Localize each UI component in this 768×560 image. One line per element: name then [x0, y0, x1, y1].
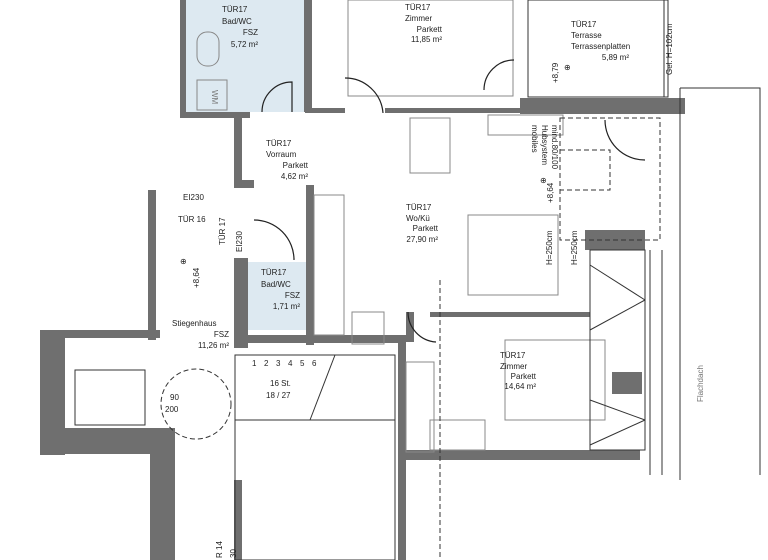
room-stiegenhaus: ⊕ +8,64 Stiegenhaus FSZ 11,26 m²	[172, 257, 229, 350]
svg-text:Terrassenplatten: Terrassenplatten	[571, 42, 630, 51]
svg-text:6: 6	[312, 359, 317, 368]
roof-label: Flachdach	[696, 365, 705, 402]
bad-wc-2-area	[248, 262, 308, 330]
svg-text:Terrasse: Terrasse	[571, 31, 602, 40]
door-labels: EI230 TÜR 16 TÜR 17 EI230 R 14 30	[178, 193, 244, 558]
svg-text:14,64 m²: 14,64 m²	[504, 382, 536, 391]
svg-text:11,26 m²: 11,26 m²	[198, 341, 229, 350]
svg-text:Parkett: Parkett	[417, 25, 443, 34]
room-vorraum: TÜR17 Vorraum Parkett 4,62 m²	[266, 139, 309, 181]
svg-text:WM: WM	[210, 90, 219, 105]
svg-text:mind.80/100: mind.80/100	[550, 125, 559, 170]
svg-text:+8,79: +8,79	[551, 62, 560, 83]
room-wohn-kueche: TÜR17 Wo/Kü Parkett 27,90 m² ⊕ +8,64	[406, 176, 555, 244]
svg-text:FSZ: FSZ	[243, 28, 258, 37]
room-zimmer-1: TÜR17 Zimmer Parkett 11,85 m²	[405, 3, 443, 44]
room-terrasse: TÜR17 Terrasse Terrassenplatten 5,89 m² …	[551, 20, 674, 83]
svg-text:EI230: EI230	[183, 193, 204, 202]
svg-text:H=250cm: H=250cm	[545, 230, 554, 265]
svg-text:Vorraum: Vorraum	[266, 150, 297, 159]
level-marker-icon: ⊕	[564, 63, 571, 72]
svg-text:TÜR17: TÜR17	[406, 203, 432, 212]
svg-text:5,72 m²: 5,72 m²	[231, 40, 258, 49]
svg-text:Stiegenhaus: Stiegenhaus	[172, 319, 216, 328]
svg-text:200: 200	[165, 405, 179, 414]
room-bad-wc-2: TÜR17 Bad/WC FSZ 1,71 m²	[261, 268, 300, 311]
svg-text:Parkett: Parkett	[283, 161, 309, 170]
svg-text:TÜR 16: TÜR 16	[178, 215, 206, 224]
svg-text:1: 1	[252, 359, 257, 368]
height-notes: H=250cm H=250cm	[545, 230, 579, 265]
svg-text:Parkett: Parkett	[413, 224, 439, 233]
svg-text:TÜR17: TÜR17	[266, 139, 292, 148]
svg-text:4: 4	[288, 359, 293, 368]
svg-text:5,89 m²: 5,89 m²	[602, 53, 629, 62]
svg-text:4,62 m²: 4,62 m²	[281, 172, 308, 181]
svg-text:TÜR17: TÜR17	[222, 5, 248, 14]
svg-text:FSZ: FSZ	[285, 291, 300, 300]
svg-text:2: 2	[264, 359, 269, 368]
svg-text:Bad/WC: Bad/WC	[222, 17, 252, 26]
svg-text:Gel. H=102cm: Gel. H=102cm	[665, 23, 674, 75]
svg-text:TÜR17: TÜR17	[405, 3, 431, 12]
svg-text:TÜR17: TÜR17	[261, 268, 287, 277]
walls	[40, 0, 685, 560]
svg-text:H=250cm: H=250cm	[570, 230, 579, 265]
doors	[253, 59, 646, 343]
svg-text:TÜR17: TÜR17	[500, 351, 526, 360]
svg-text:27,90 m²: 27,90 m²	[406, 235, 438, 244]
svg-text:Hubsystem: Hubsystem	[540, 125, 549, 165]
svg-text:FSZ: FSZ	[214, 330, 229, 339]
svg-text:16 St.: 16 St.	[270, 379, 291, 388]
svg-text:90: 90	[170, 393, 179, 402]
stairs: 16 St. 18 / 27 1 2 3 4 5 6	[252, 359, 317, 400]
svg-text:30: 30	[229, 549, 238, 558]
room-bad-wc-1: TÜR17 Bad/WC FSZ 5,72 m² WM	[210, 5, 258, 105]
svg-text:+8,64: +8,64	[192, 267, 201, 288]
svg-text:Wo/Kü: Wo/Kü	[406, 214, 430, 223]
svg-text:Zimmer: Zimmer	[405, 14, 432, 23]
furniture	[74, 0, 761, 560]
svg-text:TÜR 17: TÜR 17	[218, 217, 227, 245]
svg-text:Bad/WC: Bad/WC	[261, 280, 291, 289]
svg-text:mobiles: mobiles	[530, 125, 539, 153]
level-marker-icon: ⊕	[180, 257, 187, 266]
lift-system-note: mobiles Hubsystem mind.80/100	[530, 125, 559, 170]
bad-wc-1-area	[186, 0, 304, 112]
svg-text:18 / 27: 18 / 27	[266, 391, 291, 400]
svg-text:Parkett: Parkett	[511, 372, 537, 381]
svg-text:Zimmer: Zimmer	[500, 362, 527, 371]
svg-text:5: 5	[300, 359, 305, 368]
svg-text:EI230: EI230	[235, 231, 244, 252]
svg-text:+8,64: +8,64	[546, 182, 555, 203]
svg-text:R 14: R 14	[215, 541, 224, 558]
elevator: 90 200	[165, 393, 179, 414]
svg-text:11,85 m²: 11,85 m²	[411, 35, 442, 44]
svg-text:TÜR17: TÜR17	[571, 20, 597, 29]
room-zimmer-2: TÜR17 Zimmer Parkett 14,64 m²	[500, 351, 537, 391]
svg-text:1,71 m²: 1,71 m²	[273, 302, 300, 311]
svg-text:3: 3	[276, 359, 281, 368]
level-marker-icon: ⊕	[540, 176, 547, 185]
